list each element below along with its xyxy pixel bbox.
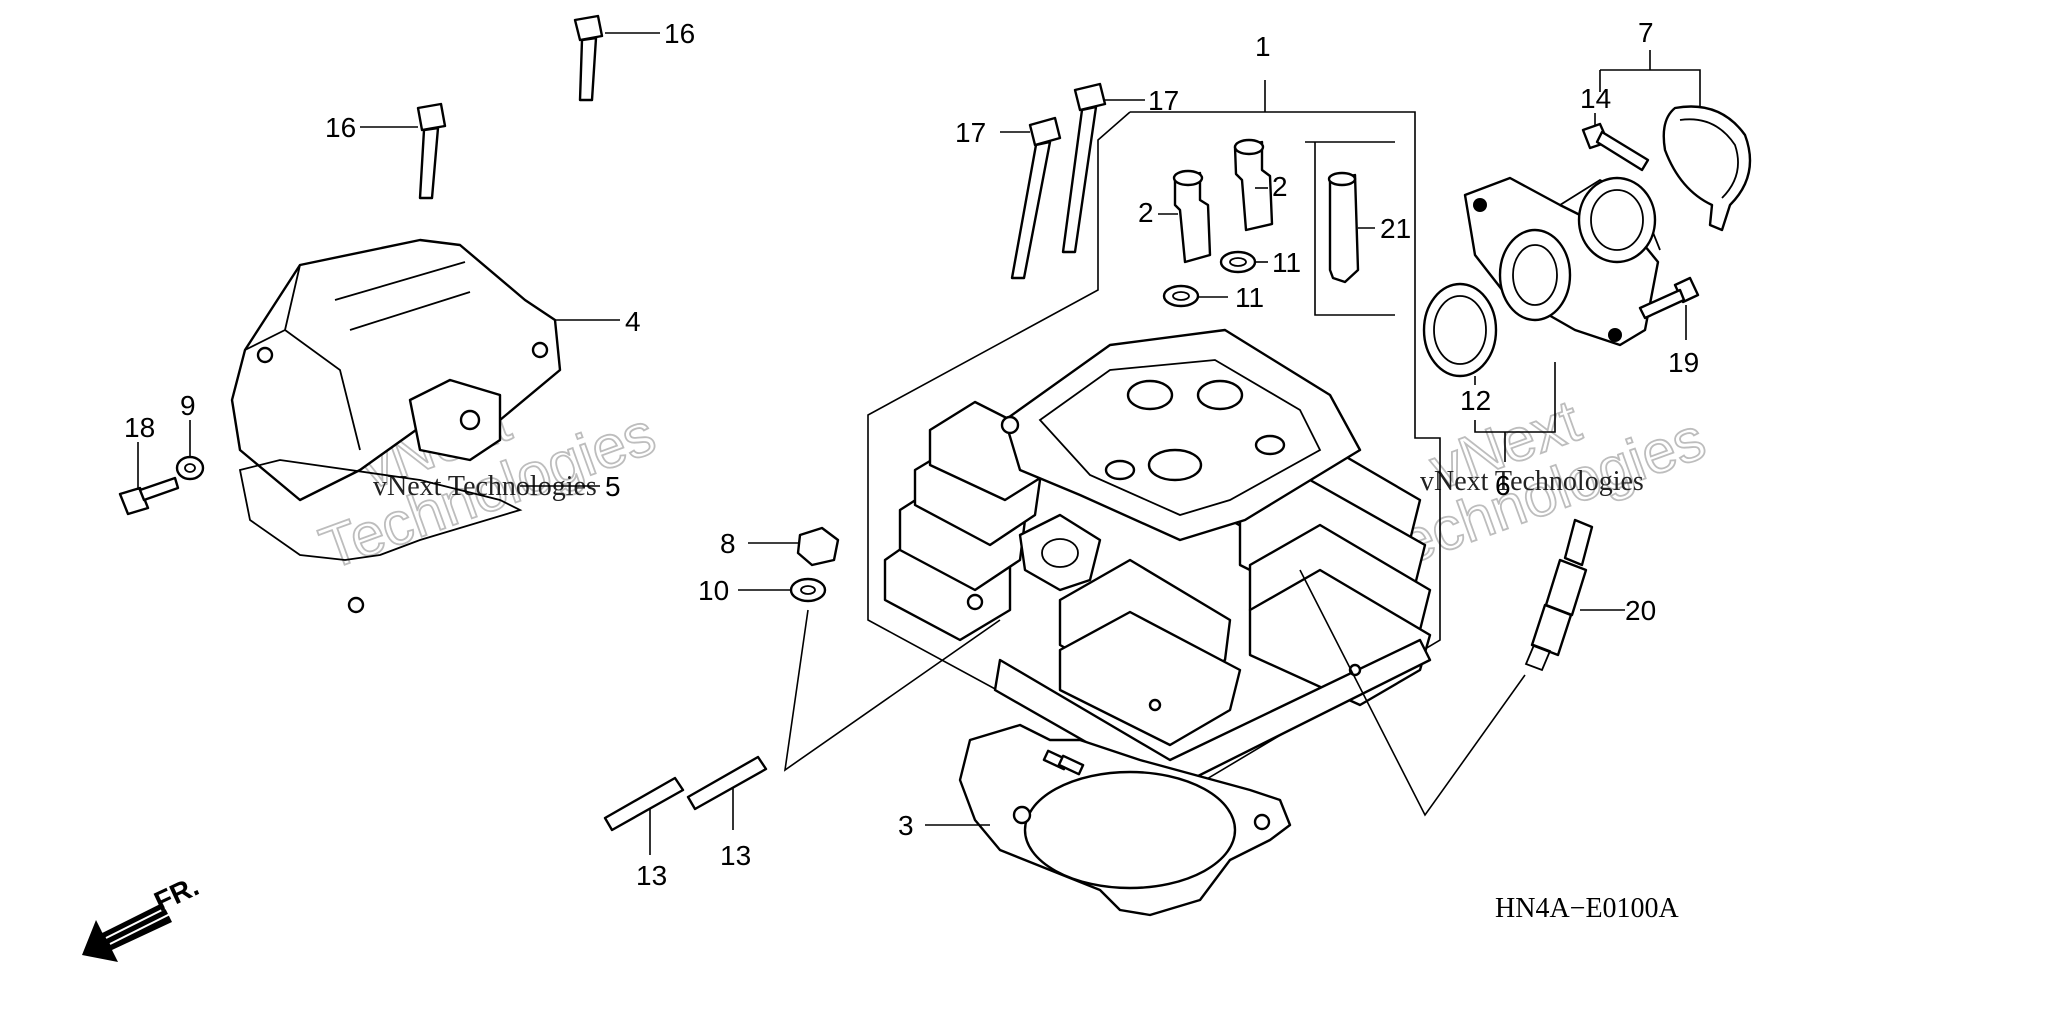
callout-13-right-label: 13 [720, 840, 751, 871]
nut-8: 8 [720, 526, 840, 567]
washer-9: 9 [175, 390, 205, 481]
callout-11-upper-label: 11 [1272, 247, 1301, 278]
callout-21-label: 21 [1380, 213, 1411, 244]
valve-seal-lower: 11 [1162, 282, 1264, 313]
bolt-17-right: 17 [1061, 82, 1179, 254]
callout-7-label: 7 [1638, 17, 1654, 48]
valve-guide-21: 21 [1327, 171, 1411, 284]
diagram-code: HN4A−E0100A [1495, 893, 1680, 924]
callout-11-lower-label: 11 [1235, 282, 1264, 313]
valve-guide-right [1233, 138, 1274, 232]
clamp-band [1662, 105, 1752, 232]
bracket-6: 6 [1474, 362, 1556, 501]
callout-14-label: 14 [1580, 83, 1611, 114]
callout-3-label: 3 [898, 810, 914, 841]
valve-guide-left [1172, 169, 1212, 264]
callout-4-label: 4 [625, 306, 641, 337]
callout-6-label: 6 [1495, 470, 1511, 501]
callout-8-label: 8 [720, 528, 736, 559]
callout-16-mid-label: 16 [325, 112, 356, 143]
valve-seal-upper: 11 [1219, 247, 1301, 278]
callout-1-label: 1 [1255, 31, 1271, 62]
bracket-7: 7 [1599, 17, 1701, 110]
callout-16-top-label: 16 [664, 18, 695, 49]
callout-19-label: 19 [1668, 347, 1699, 378]
bolt-16-mid: 16 [325, 102, 447, 200]
callout-1: 1 [1255, 31, 1271, 62]
callout-20-label: 20 [1625, 595, 1656, 626]
callout-10-label: 10 [698, 575, 729, 606]
o-ring-12: 12 [1422, 282, 1498, 416]
stud-13-right: 13 [686, 755, 768, 871]
bolt-14: 14 [1580, 83, 1650, 172]
callout-2-right: 2 [1255, 171, 1288, 202]
callout-2-left: 2 [1138, 197, 1178, 228]
bolt-19: 19 [1638, 276, 1700, 378]
bolt-17-left: 17 [955, 116, 1062, 280]
callout-5-label: 5 [605, 471, 621, 502]
front-direction-arrow: FR. [82, 870, 203, 962]
spark-plug-20: 20 [1299, 518, 1656, 817]
callout-18-label: 18 [124, 412, 155, 443]
head-gasket: 3 [898, 723, 1292, 917]
callout-9-label: 9 [180, 390, 196, 421]
callout-17-right-label: 17 [1148, 85, 1179, 116]
callout-17-left-label: 17 [955, 117, 986, 148]
cylinder-head [883, 328, 1432, 792]
callout-2-left-label: 2 [1138, 197, 1154, 228]
callout-2-right-label: 2 [1272, 171, 1288, 202]
head-cover: 4 5 [230, 238, 641, 614]
callout-12-label: 12 [1460, 385, 1491, 416]
insulator-6 [1463, 176, 1661, 347]
watermark-right-caption: vNext Technologies [1420, 466, 1644, 497]
washer-10: 10 [698, 575, 1001, 772]
stud-13-left: 13 [603, 776, 685, 891]
bolt-18: 18 [118, 412, 180, 516]
bolt-16-top: 16 [573, 14, 695, 102]
callout-13-left-label: 13 [636, 860, 667, 891]
